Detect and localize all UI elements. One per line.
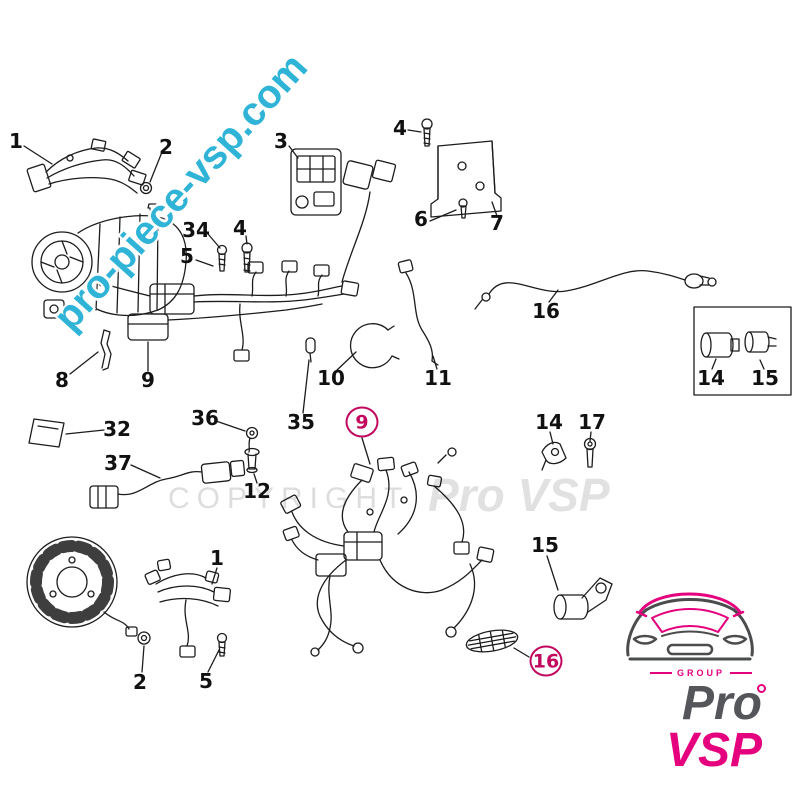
part-label-2-bottom: 2 <box>133 670 147 694</box>
brand-logo: GROUP Pro VSP <box>640 668 766 778</box>
part-label-34: 34 <box>182 218 210 242</box>
part1-bottom-harness-drawing <box>144 558 232 658</box>
leader-lines <box>23 129 765 673</box>
part36-drawing <box>245 426 259 453</box>
part-label-6: 6 <box>414 207 428 231</box>
logo-vsp-text: VSP <box>665 724 762 778</box>
part-label-3: 3 <box>274 129 288 153</box>
part-label-15-box: 15 <box>751 366 779 390</box>
logo-pro-text: Pro <box>681 677 762 730</box>
part35-drawing <box>305 337 316 363</box>
parts34-5-4-screws-drawing <box>216 242 253 273</box>
part11-cable-drawing <box>397 259 439 366</box>
part7-bracket-drawing <box>430 140 502 218</box>
part5-bottom-screw-drawing <box>216 632 228 657</box>
part8-drawing <box>100 329 112 371</box>
copyright-watermark: COPYRIGHT <box>168 482 410 515</box>
part-label-16-highlighted: 16 <box>529 645 563 677</box>
part2-top-drawing <box>139 181 157 222</box>
part-label-7: 7 <box>490 211 504 235</box>
part32-drawing <box>28 418 65 448</box>
part-label-11: 11 <box>424 366 452 390</box>
part9-main-harness-drawing <box>280 447 495 657</box>
part-label-17: 17 <box>578 410 606 434</box>
part-label-15-mid: 15 <box>531 533 559 557</box>
part-label-5-bottom: 5 <box>199 669 213 693</box>
part15-sensor-drawing <box>553 577 613 620</box>
alternator-drawing <box>31 213 187 319</box>
part16-gasket-drawing <box>465 629 519 653</box>
part-label-1-bottom: 1 <box>210 546 224 570</box>
part6-screw-drawing <box>458 198 468 219</box>
part-label-2-top: 2 <box>159 135 173 159</box>
logo-car-drawing <box>626 592 754 661</box>
part3-control-unit-drawing <box>290 148 397 283</box>
part4-top-screw-drawing <box>421 118 433 147</box>
part-label-8: 8 <box>55 368 69 392</box>
part17-screw-drawing <box>583 437 597 468</box>
part-label-9-highlighted: 9 <box>345 406 379 438</box>
part12-drawing <box>244 447 260 474</box>
part10-clamp-drawing <box>349 323 400 369</box>
part-label-16-top: 16 <box>532 299 560 323</box>
part-label-1-top: 1 <box>9 129 23 153</box>
logo-group-badge: GROUP <box>640 668 762 678</box>
part9-harness-top-drawing <box>98 260 360 362</box>
part-label-36: 36 <box>191 406 219 430</box>
logo-dot <box>757 684 766 693</box>
part-label-37: 37 <box>104 451 132 475</box>
badge-line-left <box>649 672 672 674</box>
part-label-9-left: 9 <box>141 368 155 392</box>
badge-line-right <box>730 672 752 674</box>
stator-drawing <box>26 536 138 637</box>
part16-cable-drawing <box>474 270 717 310</box>
part14-bracket-drawing <box>541 441 567 471</box>
logo-group-label: GROUP <box>676 668 725 678</box>
part-label-4-top: 4 <box>393 116 407 140</box>
part37-cable-drawing <box>89 459 246 509</box>
part-label-35: 35 <box>287 410 315 434</box>
part-label-4-mid: 4 <box>233 216 247 240</box>
part1-top-harness-drawing <box>26 138 147 194</box>
part-label-14-mid: 14 <box>535 410 563 434</box>
part-label-10: 10 <box>317 366 345 390</box>
part-label-14-box: 14 <box>697 366 725 390</box>
parts14-15-box-drawing <box>693 306 792 396</box>
part-label-5-mid: 5 <box>180 244 194 268</box>
part-label-12: 12 <box>243 479 271 503</box>
part-label-32: 32 <box>103 417 131 441</box>
part2-bottom-drawing <box>137 631 151 645</box>
